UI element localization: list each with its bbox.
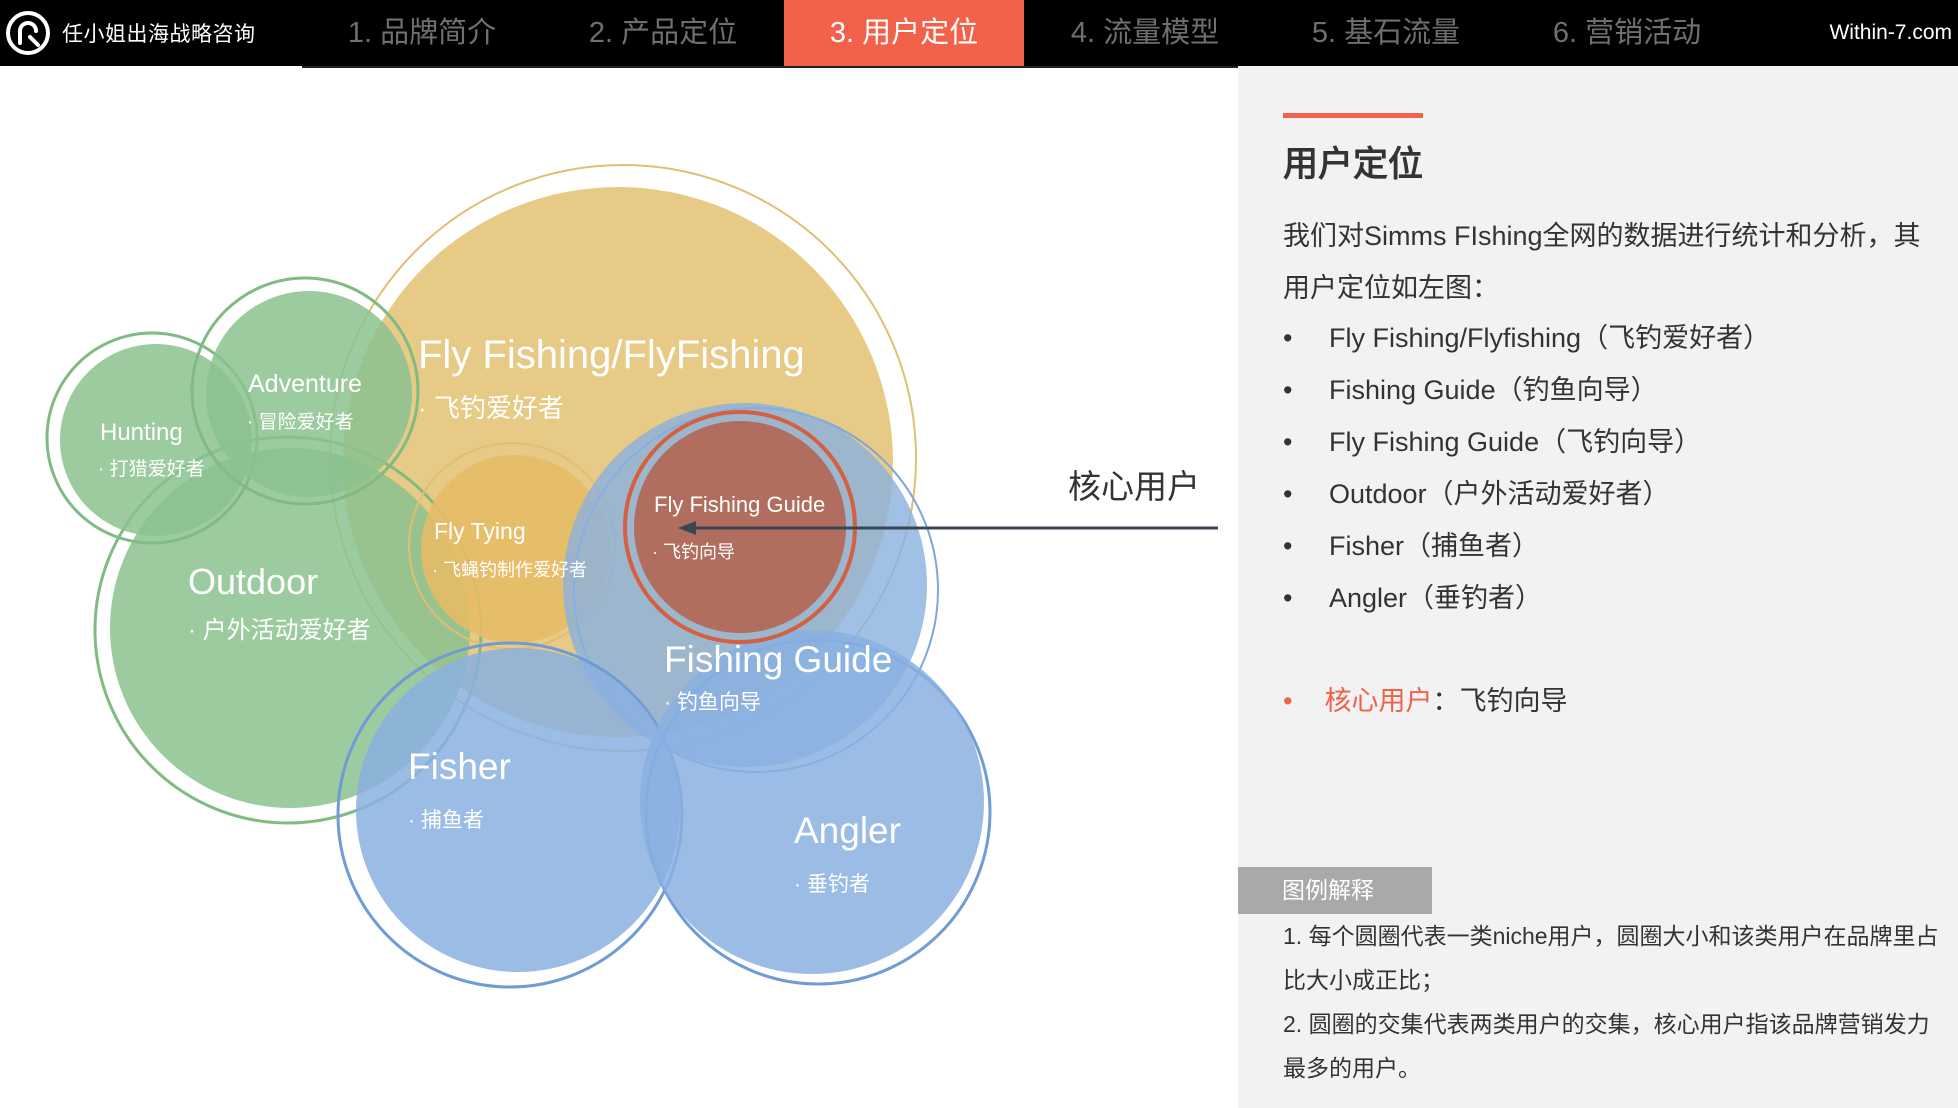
label-fly-fishing-guide-subtitle: · 飞钓向导 (652, 542, 735, 562)
label-fly-fishing-title: Fly Fishing/FlyFishing (418, 333, 805, 377)
tab-product-positioning[interactable]: 2. 产品定位 (588, 17, 738, 49)
tab-marketing-activities[interactable]: 6. 营销活动 (1552, 17, 1702, 49)
list-item: •Fly Fishing Guide（飞钓向导） (1283, 416, 1770, 468)
legend-heading: 图例解释 (1238, 867, 1432, 914)
title-accent-bar (1283, 113, 1423, 118)
label-outdoor-title: Outdoor (188, 561, 318, 602)
label-fishing-guide-title: Fishing Guide (664, 639, 892, 680)
legend-item: 1. 每个圆圈代表一类niche用户，圆圈大小和该类用户在品牌里占比大小成正比； (1283, 923, 1939, 993)
label-fisher-title: Fisher (408, 746, 511, 787)
label-hunting-title: Hunting (100, 419, 183, 446)
label-fishing-guide-subtitle: · 钓鱼向导 (664, 691, 761, 714)
user-venn-diagram: Fly Fishing/FlyFishing · 飞钓爱好者 Adventure… (45, 164, 1218, 989)
tab-user-positioning[interactable]: 3. 用户定位 (784, 0, 1024, 66)
list-item: •Outdoor（户外活动爱好者） (1283, 468, 1770, 520)
bullet-icon: • (1283, 479, 1293, 509)
bullet-icon: • (1283, 686, 1293, 716)
tab-brand-intro[interactable]: 1. 品牌简介 (347, 17, 497, 49)
brand-logo-icon (6, 11, 50, 55)
list-item: •Fishing Guide（钓鱼向导） (1283, 364, 1770, 416)
panel-title: 用户定位 (1283, 145, 1424, 184)
core-user-label: 核心用户 (1324, 686, 1433, 716)
label-hunting-subtitle: · 打猎爱好者 (98, 458, 205, 480)
label-fly-tying-subtitle: · 飞蝇钓制作爱好者 (432, 560, 587, 580)
bullet-icon: • (1283, 427, 1293, 457)
site-link[interactable]: Within-7.com (1829, 21, 1952, 44)
label-fly-fishing-subtitle: · 飞钓爱好者 (418, 393, 564, 423)
label-angler-title: Angler (794, 810, 901, 851)
tab-traffic-model[interactable]: 4. 流量模型 (1070, 17, 1220, 49)
brand[interactable]: 任小姐出海战略咨询 (0, 0, 256, 66)
brand-name: 任小姐出海战略咨询 (62, 23, 256, 46)
core-user-callout: 核心用户 (1068, 468, 1200, 505)
legend-body: 1. 每个圆圈代表一类niche用户，圆圈大小和该类用户在品牌里占比大小成正比；… (1283, 914, 1943, 1090)
tab-cornerstone-traffic[interactable]: 5. 基石流量 (1311, 17, 1461, 49)
right-panel (1238, 66, 1958, 1108)
label-fly-fishing-guide-title: Fly Fishing Guide (654, 492, 825, 517)
panel-intro: 我们对Simms FIshing全网的数据进行统计和分析，其用户定位如左图： (1283, 221, 1921, 303)
label-outdoor-subtitle: · 户外活动爱好者 (188, 617, 371, 644)
bullet-icon: • (1283, 375, 1293, 405)
list-item: •Fisher（捕鱼者） (1283, 520, 1770, 572)
label-fly-tying-title: Fly Tying (434, 518, 526, 544)
bullet-icon: • (1283, 323, 1293, 353)
label-adventure-subtitle: · 冒险爱好者 (247, 411, 354, 433)
circle-adventure (190, 276, 420, 506)
bullet-icon: • (1283, 583, 1293, 613)
label-adventure-title: Adventure (248, 370, 362, 398)
core-user-arrow (678, 521, 1218, 535)
bullet-icon: • (1283, 531, 1293, 561)
nav-underline (302, 66, 1745, 68)
list-item: •Fly Fishing/Flyfishing（飞钓爱好者） (1283, 312, 1770, 364)
legend-item: 2. 圆圈的交集代表两类用户的交集，核心用户指该品牌营销发力最多的用户。 (1283, 1011, 1930, 1081)
core-user-line: • 核心用户：飞钓向导 (1283, 675, 1567, 727)
core-user-value: ：飞钓向导 (1432, 686, 1568, 716)
user-type-list: •Fly Fishing/Flyfishing（飞钓爱好者） •Fishing … (1283, 312, 1770, 624)
top-nav-bar: 任小姐出海战略咨询 1. 品牌简介 2. 产品定位 3. 用户定位 4. 流量模… (0, 0, 1958, 66)
label-fisher-subtitle: · 捕鱼者 (408, 809, 484, 832)
circle-angler (640, 630, 992, 986)
list-item: •Angler（垂钓者） (1283, 572, 1770, 624)
label-angler-subtitle: · 垂钓者 (794, 873, 870, 896)
